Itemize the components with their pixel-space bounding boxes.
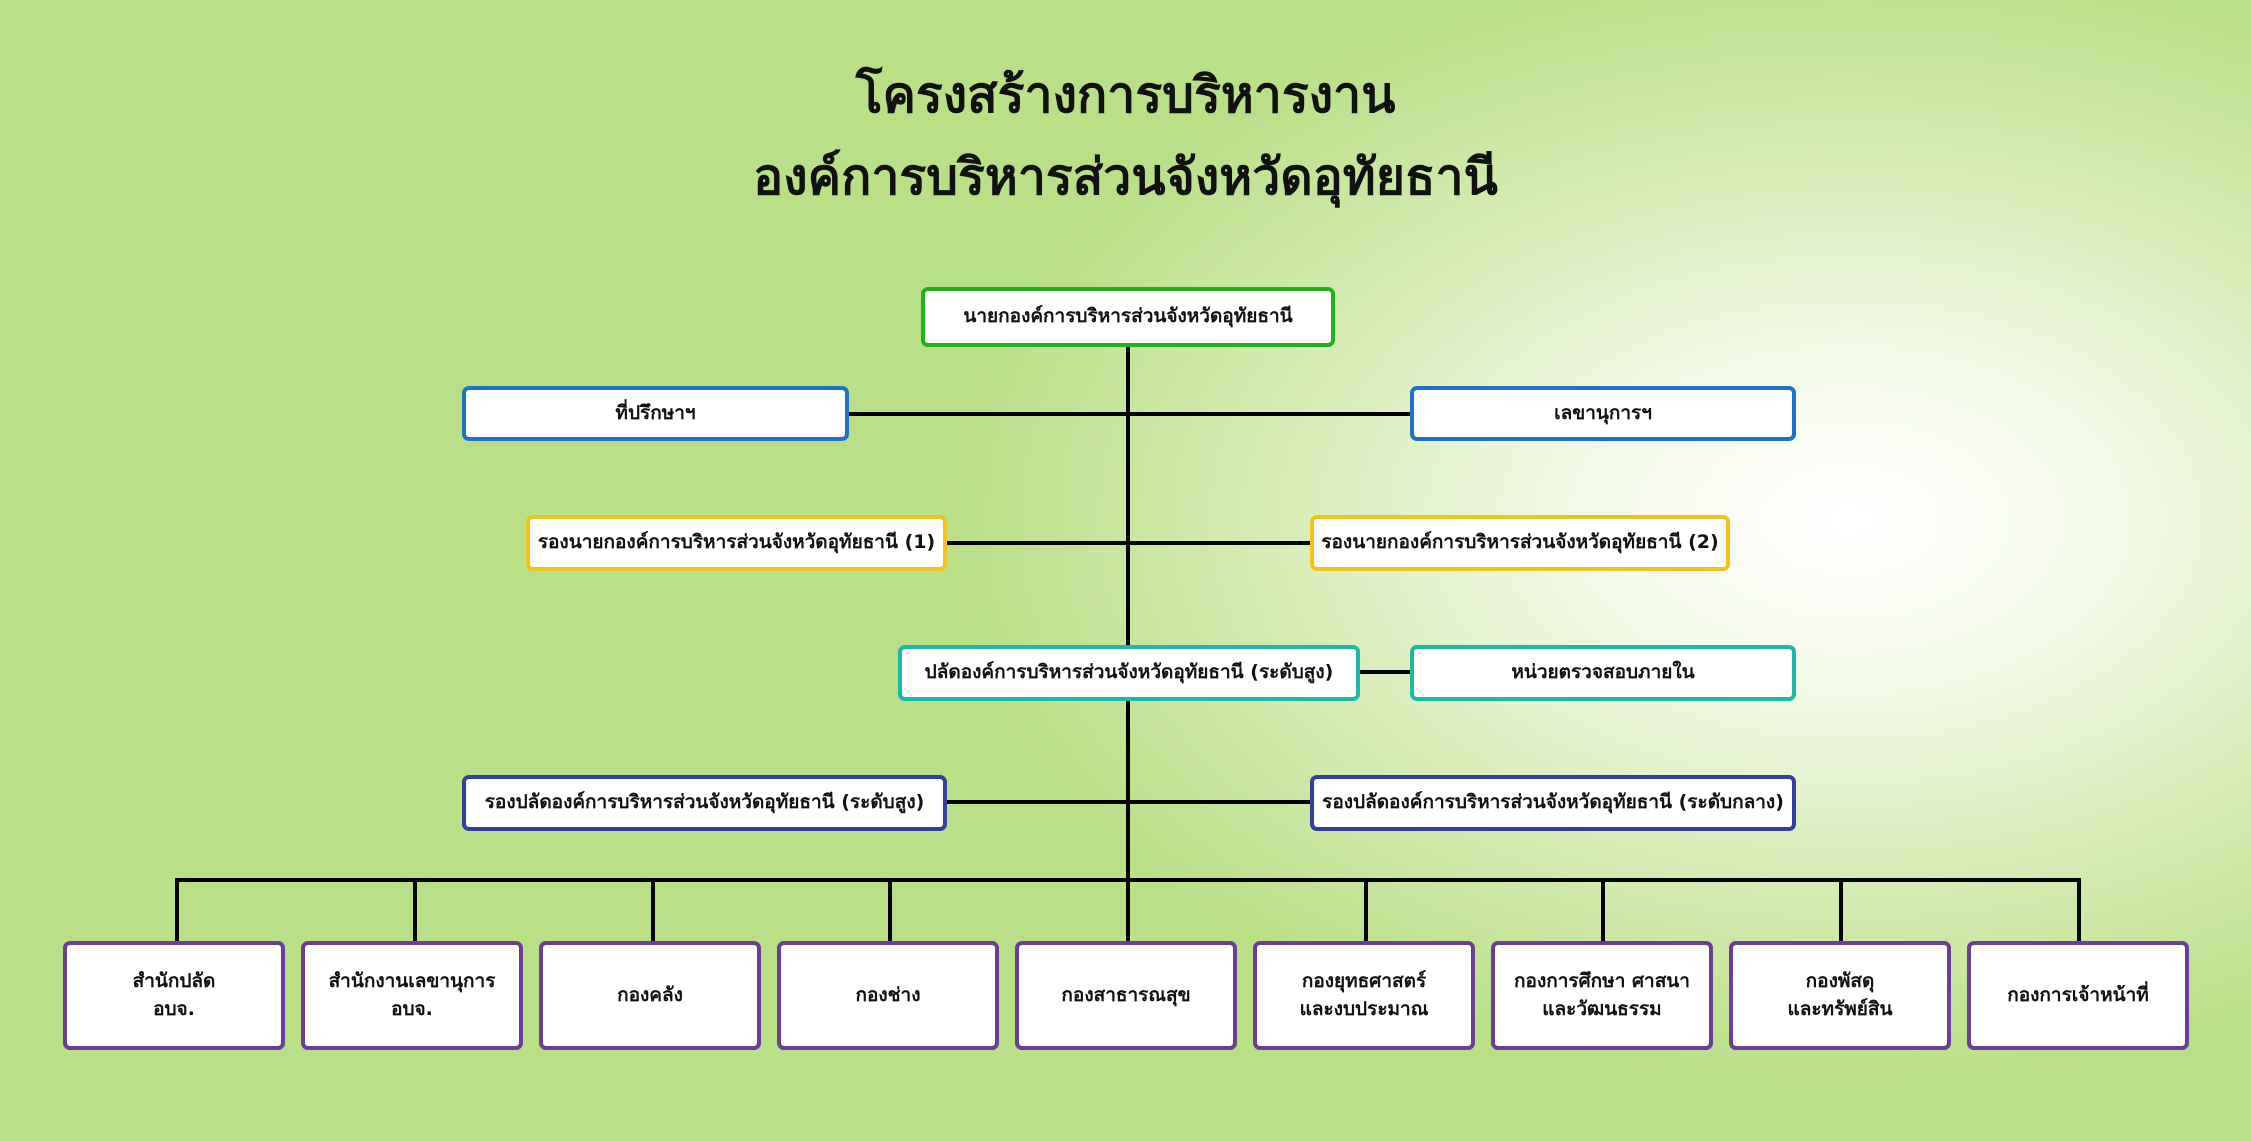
division-2-line-2: อบจ. xyxy=(391,997,433,1020)
advisor-box: ที่ปรึกษาฯ xyxy=(462,386,849,441)
division-box-1: สำนักปลัดอบจ. xyxy=(63,941,285,1050)
division-4-line-1: กองช่าง xyxy=(855,983,921,1006)
division-box-8: กองพัสดุและทรัพย์สิน xyxy=(1729,941,1951,1050)
division-box-4: กองช่าง xyxy=(777,941,999,1050)
internal-audit-label: หน่วยตรวจสอบภายใน xyxy=(1511,661,1695,684)
permanent-secretary-label: ปลัดองค์การบริหารส่วนจังหวัดอุทัยธานี (ร… xyxy=(924,661,1334,684)
deputy-chief-2-label: รองนายกองค์การบริหารส่วนจังหวัดอุทัยธานี… xyxy=(1321,531,1719,554)
deputy-secretary-high-label: รองปลัดองค์การบริหารส่วนจังหวัดอุทัยธานี… xyxy=(484,791,925,814)
chief-executive-label: นายกองค์การบริหารส่วนจังหวัดอุทัยธานี xyxy=(963,305,1293,328)
deputy-chief-2-box: รองนายกองค์การบริหารส่วนจังหวัดอุทัยธานี… xyxy=(1310,515,1730,571)
division-box-9: กองการเจ้าหน้าที่ xyxy=(1967,941,2189,1050)
division-1-line-1: สำนักปลัด xyxy=(132,969,216,992)
division-7-line-2: และวัฒนธรรม xyxy=(1542,997,1662,1020)
chart-title-line-2: องค์การบริหารส่วนจังหวัดอุทัยธานี xyxy=(753,148,1498,206)
deputy-secretary-mid-box: รองปลัดองค์การบริหารส่วนจังหวัดอุทัยธานี… xyxy=(1310,775,1796,831)
division-8-line-1: กองพัสดุ xyxy=(1805,969,1875,992)
advisor-label: ที่ปรึกษาฯ xyxy=(615,401,696,424)
division-box-2: สำนักงานเลขานุการอบจ. xyxy=(301,941,523,1050)
division-2-line-1: สำนักงานเลขานุการ xyxy=(328,969,496,992)
chief-executive-box: นายกองค์การบริหารส่วนจังหวัดอุทัยธานี xyxy=(921,287,1335,347)
division-6-line-2: และงบประมาณ xyxy=(1299,997,1429,1020)
division-3-line-1: กองคลัง xyxy=(617,983,683,1006)
division-9-line-1: กองการเจ้าหน้าที่ xyxy=(2007,983,2149,1006)
deputy-secretary-mid-label: รองปลัดองค์การบริหารส่วนจังหวัดอุทัยธานี… xyxy=(1322,791,1784,814)
division-box-5: กองสาธารณสุข xyxy=(1015,941,1237,1050)
deputy-chief-1-box: รองนายกองค์การบริหารส่วนจังหวัดอุทัยธานี… xyxy=(526,515,947,571)
division-box-6: กองยุทธศาสตร์และงบประมาณ xyxy=(1253,941,1475,1050)
deputy-chief-1-label: รองนายกองค์การบริหารส่วนจังหวัดอุทัยธานี… xyxy=(537,531,936,554)
division-8-line-2: และทรัพย์สิน xyxy=(1787,997,1893,1020)
secretary-box: เลขานุการฯ xyxy=(1410,386,1796,441)
division-box-7: กองการศึกษา ศาสนาและวัฒนธรรม xyxy=(1491,941,1713,1050)
division-7-line-1: กองการศึกษา ศาสนา xyxy=(1514,969,1690,992)
division-5-line-1: กองสาธารณสุข xyxy=(1061,983,1191,1006)
division-1-line-2: อบจ. xyxy=(153,997,195,1020)
division-6-line-1: กองยุทธศาสตร์ xyxy=(1301,969,1427,992)
division-box-3: กองคลัง xyxy=(539,941,761,1050)
chart-title-line-1: โครงสร้างการบริหารงาน xyxy=(855,66,1396,124)
internal-audit-box: หน่วยตรวจสอบภายใน xyxy=(1410,645,1796,701)
deputy-secretary-high-box: รองปลัดองค์การบริหารส่วนจังหวัดอุทัยธานี… xyxy=(462,775,947,831)
secretary-label: เลขานุการฯ xyxy=(1554,401,1652,424)
permanent-secretary-box: ปลัดองค์การบริหารส่วนจังหวัดอุทัยธานี (ร… xyxy=(898,645,1360,701)
